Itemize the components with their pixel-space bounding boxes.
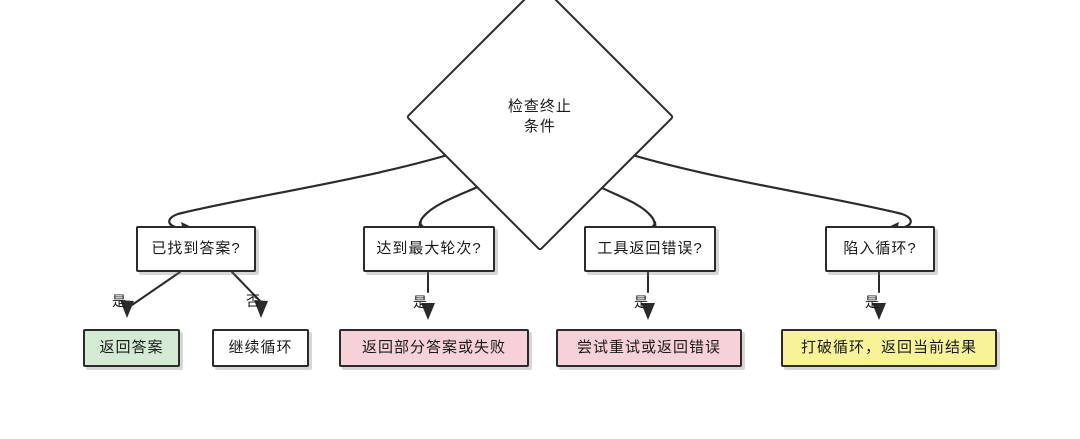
outcome-continue-loop-label: 继续循环	[228, 338, 293, 356]
decision-stuck-loop[interactable]: 陷入循环?	[825, 226, 935, 272]
outcome-continue-loop[interactable]: 继续循环	[212, 329, 309, 367]
edge-found-answer-yes	[120, 271, 181, 318]
outcome-retry-or-error-label: 尝试重试或返回错误	[576, 338, 721, 356]
decision-check-termination[interactable]: 检查终止 条件	[405, 0, 675, 252]
decision-max-rounds[interactable]: 达到最大轮次?	[363, 226, 495, 272]
outcome-break-loop-label: 打破循环，返回当前结果	[800, 338, 977, 356]
outcome-return-answer[interactable]: 返回答案	[83, 329, 180, 367]
outcome-retry-or-error[interactable]: 尝试重试或返回错误	[556, 329, 742, 367]
decision-found-answer[interactable]: 已找到答案?	[136, 226, 256, 272]
decision-stuck-loop-label: 陷入循环?	[843, 239, 917, 257]
decision-max-rounds-label: 达到最大轮次?	[376, 239, 482, 257]
outcome-partial-or-fail-label: 返回部分答案或失败	[361, 338, 506, 356]
outcome-break-loop[interactable]: 打破循环，返回当前结果	[781, 329, 997, 367]
edge-diamond-to-stuck-loop	[608, 146, 912, 234]
outcome-partial-or-fail[interactable]: 返回部分答案或失败	[339, 329, 529, 367]
edge-label-stuck-loop-yes: 是	[865, 294, 879, 310]
edge-label-tool-error-yes: 是	[634, 294, 648, 310]
edge-label-found-answer-no: 否	[246, 293, 260, 309]
outcome-return-answer-label: 返回答案	[99, 338, 164, 356]
decision-tool-error[interactable]: 工具返回错误?	[584, 226, 716, 272]
decision-check-termination-label: 检查终止 条件	[507, 97, 573, 135]
decision-tool-error-label: 工具返回错误?	[597, 239, 703, 257]
edge-label-max-rounds-yes: 是	[413, 294, 427, 310]
edge-diamond-to-found-answer	[168, 146, 472, 234]
edge-label-found-answer-yes: 是	[112, 293, 126, 309]
decision-found-answer-label: 已找到答案?	[151, 239, 241, 257]
